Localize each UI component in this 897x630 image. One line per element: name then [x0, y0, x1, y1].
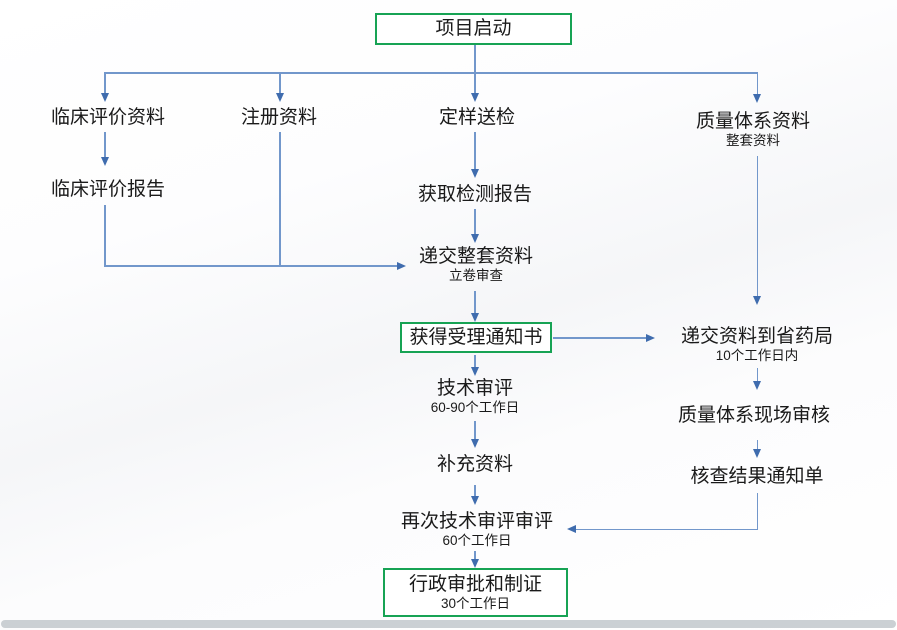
node-second-technical-review: 再次技术审评审评 60个工作日 — [401, 511, 553, 549]
arrowhead-testreport-icon — [470, 169, 479, 178]
arrowhead-resultnotice-icon — [753, 449, 761, 458]
node-supplementary-materials-label: 补充资料 — [436, 454, 514, 475]
arrowhead-provincial-icon — [646, 333, 655, 342]
node-administrative-approval: 行政审批和制证 30个工作日 — [383, 568, 568, 617]
arrowhead-back-to-secondreview-icon — [567, 524, 576, 533]
connector-testreport-submitset — [474, 209, 476, 234]
arrowhead-acceptance-icon — [470, 313, 479, 322]
arrowhead-approval-icon — [470, 559, 479, 568]
node-quality-system-materials-sublabel: 整套资料 — [725, 133, 780, 148]
connector-techreview-supplement — [474, 421, 476, 439]
node-submit-full-set: 递交整套资料 立卷审查 — [419, 246, 533, 284]
arrowhead-submitset-icon — [470, 234, 479, 243]
node-clinical-materials-label: 临床评价资料 — [50, 107, 166, 128]
connector-sample-testreport — [474, 132, 476, 169]
node-quality-system-materials: 质量体系资料 整套资料 — [696, 111, 810, 149]
connector-resultnotice-elbow-vertical — [756, 493, 759, 530]
connector-onsite-resultnotice — [756, 440, 759, 449]
node-acceptance-notice-label: 获得受理通知书 — [409, 326, 543, 348]
node-start-label: 项目启动 — [435, 18, 512, 39]
arrowhead-secondreview-icon — [470, 496, 479, 505]
node-sample-submission: 定样送检 — [439, 107, 515, 129]
arrowhead-supplement-icon — [470, 439, 479, 448]
connector-top-branch — [105, 72, 758, 74]
node-second-technical-review-label: 再次技术审评审评 — [400, 511, 554, 532]
node-clinical-materials: 临床评价资料 — [51, 107, 165, 129]
node-technical-review-sublabel: 60-90个工作日 — [430, 400, 520, 415]
node-start: 项目启动 — [375, 13, 572, 45]
arrowhead-col2-icon — [275, 93, 284, 102]
connector-clinical-materials-report — [104, 132, 106, 157]
node-registration-materials: 注册资料 — [241, 107, 317, 129]
arrowhead-provincial-drop-icon — [753, 296, 761, 305]
connector-provincial-onsite — [756, 368, 759, 381]
node-sample-submission-label: 定样送检 — [438, 107, 516, 128]
node-technical-review-label: 技术审评 — [436, 378, 513, 399]
node-submit-to-provincial-bureau-label: 递交资料到省药局 — [680, 326, 834, 347]
arrowhead-col4-icon — [753, 94, 761, 103]
horizontal-scrollbar[interactable] — [1, 620, 896, 628]
connector-acceptance-techreview — [474, 355, 476, 367]
node-audit-result-notice-label: 核查结果通知单 — [690, 466, 824, 487]
node-administrative-approval-label: 行政审批和制证 — [408, 574, 542, 595]
node-submit-to-provincial-bureau-sublabel: 10个工作日内 — [715, 348, 799, 363]
connector-quality-provincial — [756, 156, 759, 296]
node-test-report-label: 获取检测报告 — [417, 184, 533, 205]
connector-clinical-report-down — [104, 205, 106, 266]
arrowhead-col1-icon — [100, 93, 109, 102]
connector-resultnotice-elbow-horizontal — [576, 528, 758, 530]
connector-drop-col2 — [279, 72, 281, 93]
node-supplementary-materials: 补充资料 — [437, 454, 513, 476]
node-audit-result-notice: 核查结果通知单 — [690, 466, 823, 488]
connector-secondreview-approval — [474, 551, 476, 559]
arrowhead-techreview-icon — [470, 367, 479, 376]
node-technical-review: 技术审评 60-90个工作日 — [431, 378, 520, 416]
node-clinical-report-label: 临床评价报告 — [50, 179, 166, 200]
node-quality-onsite-audit: 质量体系现场审核 — [678, 405, 830, 427]
node-submit-to-provincial-bureau: 递交资料到省药局 10个工作日内 — [681, 326, 833, 364]
arrowhead-col3-icon — [470, 93, 479, 102]
connector-start-stem — [474, 45, 476, 72]
node-administrative-approval-sublabel: 30个工作日 — [440, 596, 511, 611]
connector-drop-col1 — [104, 72, 106, 93]
node-test-report: 获取检测报告 — [418, 184, 532, 206]
connector-registration-down — [279, 132, 281, 266]
connector-drop-col3 — [474, 72, 476, 93]
connector-acceptance-provincial — [553, 337, 646, 339]
node-quality-system-materials-label: 质量体系资料 — [695, 111, 811, 132]
node-registration-materials-label: 注册资料 — [240, 107, 318, 128]
connector-submitset-acceptance — [474, 291, 476, 313]
arrowhead-onsite-icon — [753, 381, 761, 390]
node-submit-full-set-label: 递交整套资料 — [418, 246, 534, 267]
node-acceptance-notice: 获得受理通知书 — [400, 322, 552, 353]
connector-supplement-secondreview — [474, 485, 476, 496]
node-quality-onsite-audit-label: 质量体系现场审核 — [677, 405, 831, 426]
node-second-technical-review-sublabel: 60个工作日 — [442, 533, 512, 548]
arrowhead-clinical-report-icon — [100, 157, 109, 166]
arrowhead-merge-icon — [397, 261, 406, 270]
node-clinical-report: 临床评价报告 — [51, 179, 165, 201]
connector-merge-horizontal — [104, 265, 398, 267]
node-submit-full-set-sublabel: 立卷审查 — [448, 268, 503, 283]
connector-drop-col4 — [756, 72, 759, 94]
